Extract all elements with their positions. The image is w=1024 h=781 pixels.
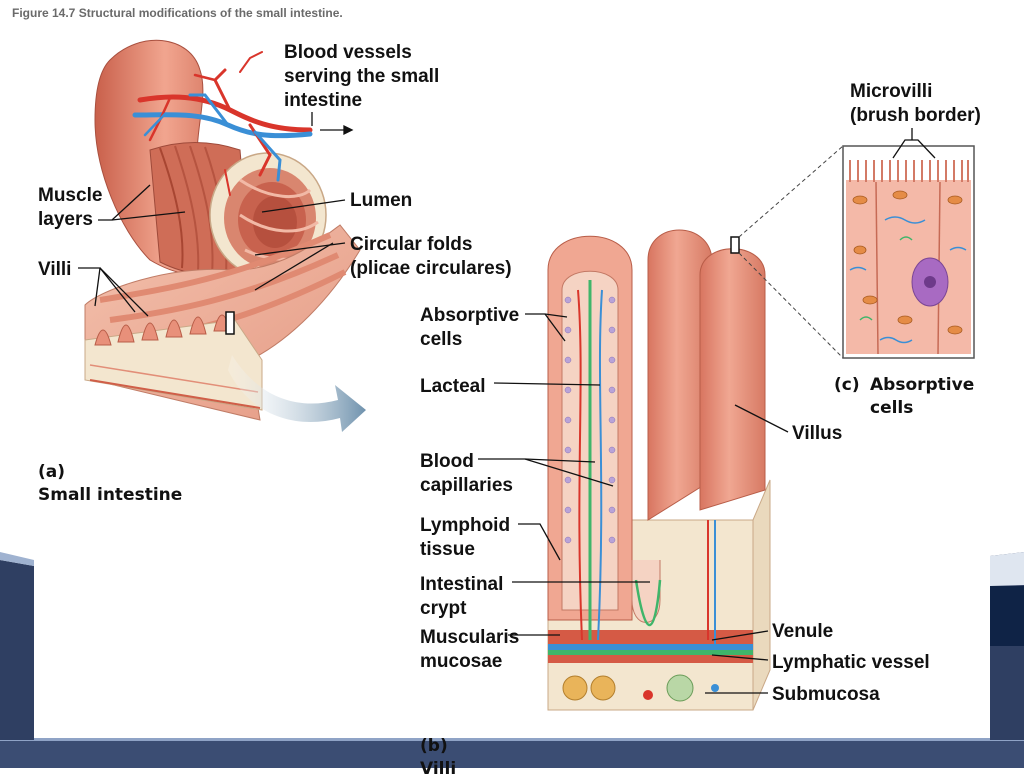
bottom-band xyxy=(0,740,1024,768)
left-tab xyxy=(0,560,34,740)
right-tab-dark xyxy=(990,586,1024,646)
panel-a-leaders xyxy=(78,112,354,317)
label-muscle-layers: Muscle layers xyxy=(38,185,103,230)
caption-a-letter: (a) xyxy=(38,462,66,482)
caption-b-text: Villi xyxy=(420,759,457,779)
bottom-band-highlight xyxy=(0,738,1024,741)
caption-b-letter: (b) xyxy=(420,736,448,756)
opened-intestine-segment xyxy=(84,224,361,421)
label-lumen: Lumen xyxy=(350,190,413,211)
zoom-marker-b xyxy=(730,236,740,254)
label-venule: Venule xyxy=(772,621,834,642)
left-tab-highlight xyxy=(0,552,34,566)
label-villi: Villi xyxy=(38,259,72,280)
right-tab-light xyxy=(990,552,1024,586)
caption-a: (a) Small intestine xyxy=(38,438,182,507)
label-submucosa: Submucosa xyxy=(772,684,880,705)
label-blood-vessels: Blood vessels serving the small intestin… xyxy=(284,42,440,111)
label-lymphatic-vessel: Lymphatic vessel xyxy=(772,652,930,673)
villi-fingers xyxy=(547,229,766,645)
figure-title: Figure 14.7 Structural modifications of … xyxy=(12,6,343,20)
label-lymphoid-tissue: Lymphoid tissue xyxy=(420,515,511,560)
absorptive-cell-box xyxy=(738,128,975,359)
label-microvilli: Microvilli (brush border) xyxy=(850,81,981,126)
caption-a-text: Small intestine xyxy=(38,485,183,505)
label-intestinal-crypt: Intestinal crypt xyxy=(420,574,504,619)
zoom-arrow xyxy=(228,355,366,432)
panel-b-leaders xyxy=(478,313,789,694)
caption-b: (b) Villi xyxy=(420,712,456,781)
zoom-marker-a xyxy=(225,311,235,335)
caption-c-text: Absorptive cells xyxy=(870,375,975,418)
label-muscularis-mucosae: Muscularis mucosae xyxy=(420,627,520,672)
label-villus: Villus xyxy=(792,423,843,444)
blood-vessels xyxy=(132,51,313,196)
label-circular-folds: Circular folds (plicae circulares) xyxy=(350,234,512,279)
label-absorptive-cells: Absorptive cells xyxy=(420,305,520,350)
caption-c-letter: (c) xyxy=(834,375,860,395)
label-lacteal: Lacteal xyxy=(420,376,486,397)
label-blood-capillaries: Blood capillaries xyxy=(420,451,513,496)
